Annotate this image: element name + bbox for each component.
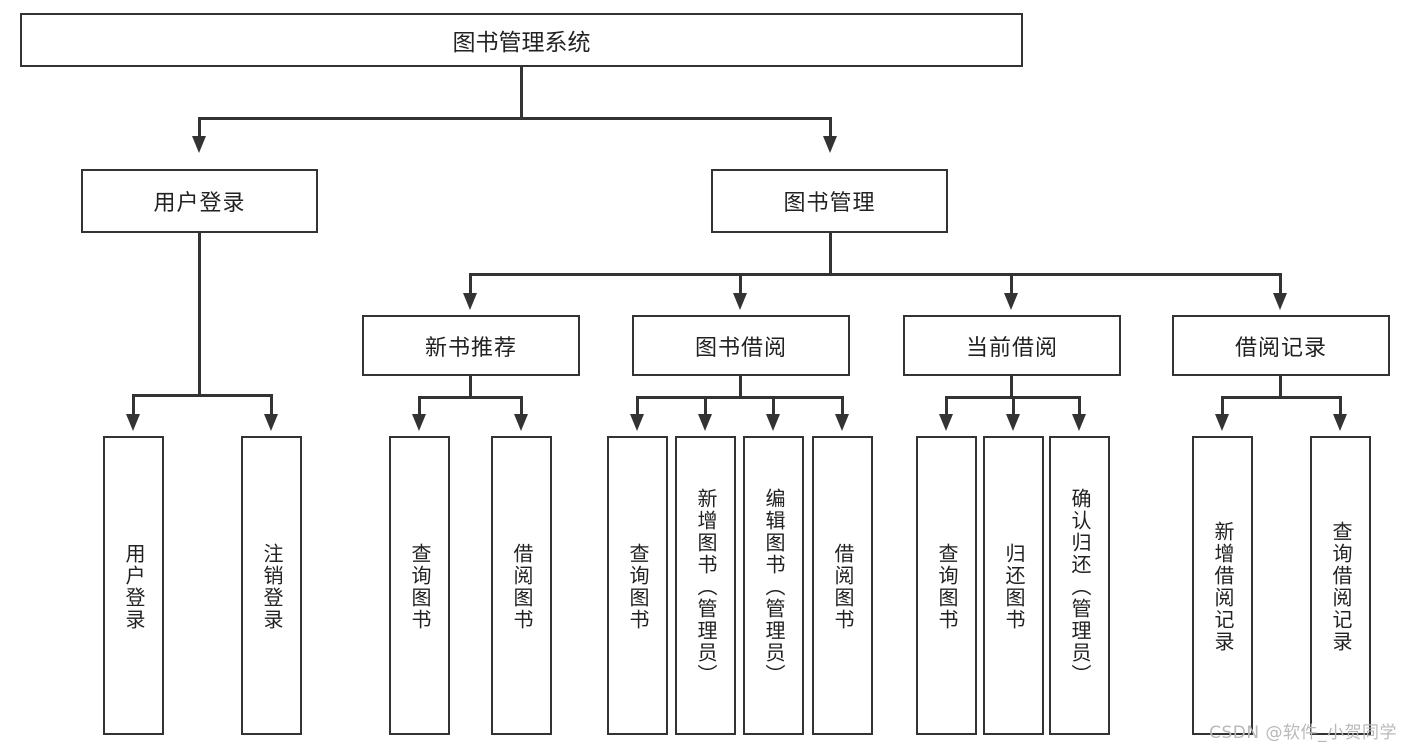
arrowhead-bookborrow-leaf-1 xyxy=(630,414,644,431)
edge-root-down xyxy=(520,67,523,119)
edge-login-right xyxy=(270,394,273,416)
arrowhead-currentborrow-leaf-1 xyxy=(939,414,953,431)
node-root-system[interactable]: 图书管理系统 xyxy=(20,13,1023,67)
edge-newbook-bar xyxy=(418,396,522,399)
leaf-add-book-admin[interactable]: 新增图书（管理员） xyxy=(675,436,736,735)
arrowhead-bookborrow-leaf-2 xyxy=(698,414,712,431)
node-current-borrow[interactable]: 当前借阅 xyxy=(903,315,1121,376)
leaf-borrow-book[interactable]: 借阅图书 xyxy=(812,436,873,735)
leaf-logout[interactable]: 注销登录 xyxy=(241,436,302,735)
edge-bookborrow-l2 xyxy=(704,396,707,416)
leaf-label: 编辑图书（管理员） xyxy=(762,487,786,686)
edge-root-to-bookmgmt xyxy=(829,117,832,139)
edge-bookmgmt-b3 xyxy=(1010,273,1013,295)
edge-root-bar xyxy=(198,117,832,120)
leaf-borrow-book-recommend[interactable]: 借阅图书 xyxy=(491,436,552,735)
leaf-label: 查询图书 xyxy=(626,542,650,631)
node-label: 借阅记录 xyxy=(1234,335,1327,361)
leaf-label: 归还图书 xyxy=(1002,542,1026,631)
node-new-book-recommend[interactable]: 新书推荐 xyxy=(362,315,580,376)
edge-login-down xyxy=(198,233,201,396)
node-user-login[interactable]: 用户登录 xyxy=(81,169,318,233)
leaf-return-book[interactable]: 归还图书 xyxy=(983,436,1044,735)
watermark: CSDN @软件_小贺同学 xyxy=(1209,723,1397,743)
edge-borrowrecord-l1 xyxy=(1221,396,1224,416)
edge-currentborrow-l1 xyxy=(945,396,948,416)
leaf-label: 查询图书 xyxy=(408,542,432,631)
edge-borrowrecord-l2 xyxy=(1339,396,1342,416)
edge-newbook-l1 xyxy=(418,396,421,416)
edge-bookmgmt-b1 xyxy=(469,273,472,295)
edge-borrowrecord-bar xyxy=(1221,396,1341,399)
node-label: 图书借阅 xyxy=(694,335,787,361)
arrowhead-currentborrow-leaf-2 xyxy=(1006,414,1020,431)
arrowhead-newbook-leaf-1 xyxy=(412,414,426,431)
leaf-label: 新增借阅记录 xyxy=(1211,520,1235,653)
edge-bookborrow-l4 xyxy=(841,396,844,416)
edge-bookborrow-l1 xyxy=(636,396,639,416)
leaf-label: 查询借阅记录 xyxy=(1329,520,1353,653)
edge-bookmgmt-bar xyxy=(469,273,1281,276)
edge-borrowrecord-down xyxy=(1279,376,1282,398)
node-borrow-record[interactable]: 借阅记录 xyxy=(1172,315,1390,376)
leaf-label: 注销登录 xyxy=(260,542,284,631)
node-label: 用户登录 xyxy=(153,191,246,216)
arrowhead-login-leaf-1 xyxy=(126,414,140,431)
edge-newbook-down xyxy=(469,376,472,398)
leaf-label: 确认归还（管理员） xyxy=(1068,487,1092,686)
edge-newbook-l2 xyxy=(520,396,523,416)
edge-currentborrow-l3 xyxy=(1078,396,1081,416)
leaf-query-book[interactable]: 查询图书 xyxy=(607,436,668,735)
edge-login-bar xyxy=(132,394,272,397)
arrowhead-to-book-borrow xyxy=(733,293,747,310)
leaf-query-book-current[interactable]: 查询图书 xyxy=(916,436,977,735)
edge-root-to-login xyxy=(198,117,201,139)
leaf-label: 借阅图书 xyxy=(510,542,534,631)
node-label: 当前借阅 xyxy=(965,335,1058,361)
arrowhead-to-new-book xyxy=(463,293,477,310)
arrowhead-newbook-leaf-2 xyxy=(514,414,528,431)
edge-bookborrow-down xyxy=(739,376,742,398)
node-label: 新书推荐 xyxy=(424,335,517,361)
leaf-query-borrow-record[interactable]: 查询借阅记录 xyxy=(1310,436,1371,735)
edge-login-left xyxy=(132,394,135,416)
edge-bookmgmt-down xyxy=(829,233,832,275)
arrowhead-login-leaf-2 xyxy=(264,414,278,431)
leaf-label: 借阅图书 xyxy=(831,542,855,631)
node-book-borrow[interactable]: 图书借阅 xyxy=(632,315,850,376)
leaf-query-book-recommend[interactable]: 查询图书 xyxy=(389,436,450,735)
leaf-label: 查询图书 xyxy=(935,542,959,631)
arrowhead-borrowrecord-leaf-1 xyxy=(1215,414,1229,431)
edge-bookborrow-bar xyxy=(636,396,844,399)
leaf-user-login[interactable]: 用户登录 xyxy=(103,436,164,735)
arrowhead-to-current-borrow xyxy=(1004,293,1018,310)
node-book-management[interactable]: 图书管理 xyxy=(711,169,948,233)
arrowhead-to-login xyxy=(192,136,206,153)
arrowhead-borrowrecord-leaf-2 xyxy=(1333,414,1347,431)
node-label: 图书管理 xyxy=(783,191,876,216)
leaf-edit-book-admin[interactable]: 编辑图书（管理员） xyxy=(743,436,804,735)
edge-bookmgmt-b2 xyxy=(739,273,742,295)
leaf-label: 用户登录 xyxy=(122,542,146,631)
arrowhead-currentborrow-leaf-3 xyxy=(1072,414,1086,431)
edge-currentborrow-l2 xyxy=(1012,396,1015,416)
edge-bookmgmt-b4 xyxy=(1279,273,1282,295)
node-label: 图书管理系统 xyxy=(452,30,591,56)
leaf-label: 新增图书（管理员） xyxy=(694,487,718,686)
arrowhead-to-borrow-record xyxy=(1273,293,1287,310)
edge-bookborrow-l3 xyxy=(772,396,775,416)
arrowhead-bookborrow-leaf-3 xyxy=(766,414,780,431)
edge-currentborrow-down xyxy=(1010,376,1013,398)
arrowhead-to-bookmgmt xyxy=(823,136,837,153)
arrowhead-bookborrow-leaf-4 xyxy=(835,414,849,431)
leaf-confirm-return-admin[interactable]: 确认归还（管理员） xyxy=(1049,436,1110,735)
leaf-add-borrow-record[interactable]: 新增借阅记录 xyxy=(1192,436,1253,735)
